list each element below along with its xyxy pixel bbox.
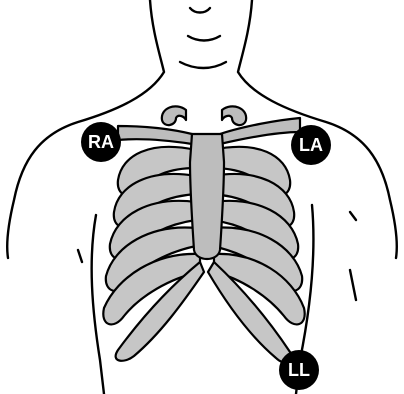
left-clavicle: [118, 126, 192, 144]
nose: [190, 8, 210, 13]
left-arm-crease: [78, 250, 82, 262]
mouth: [188, 36, 220, 41]
electrode-ll: LL: [279, 350, 319, 390]
right-arm-crease: [350, 212, 356, 220]
electrode-ll-label: LL: [288, 360, 310, 380]
electrode-ra-label: RA: [88, 132, 114, 152]
sternum: [190, 134, 224, 259]
electrode-ra: RA: [81, 122, 121, 162]
chin: [180, 62, 226, 68]
electrode-la-label: LA: [299, 135, 323, 155]
left-torso-side: [92, 215, 104, 394]
electrode-la: LA: [291, 125, 331, 165]
right-arm-line: [350, 270, 356, 300]
rib-cage: [103, 106, 304, 362]
right-first-rib: [222, 106, 246, 125]
left-first-rib: [162, 106, 186, 125]
